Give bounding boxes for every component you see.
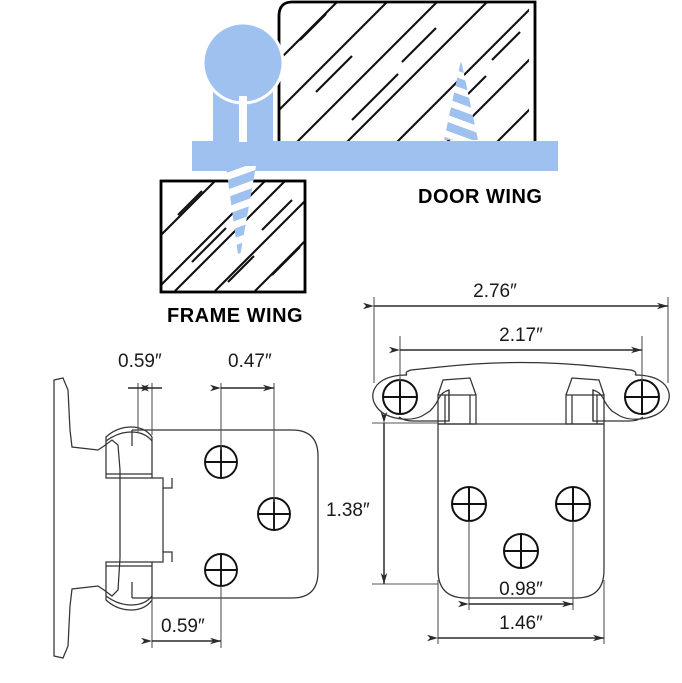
frame-wing-screw-holes: [382, 379, 660, 415]
dimension-overall-width: 2.76″: [363, 281, 669, 383]
front-plan-view: 2.76″ 2.17″ 1.38″ 0.98″ 1.46: [326, 281, 670, 644]
screw-hole: [451, 486, 487, 522]
frame-wing-profile: [53, 377, 121, 659]
frame-panel-hatching: [161, 181, 305, 292]
door-wing-plate-profile: [132, 429, 319, 599]
screw-hole: [204, 553, 238, 587]
door-screw-shaft: [444, 60, 478, 140]
dimension-plate-depth-value: 0.59″: [161, 616, 205, 637]
hinge-pin-head: [201, 21, 285, 105]
dimension-inner-hole-span: 0.98″: [458, 521, 574, 610]
screw-hole: [382, 379, 418, 415]
dimension-hole-spacing: 0.47″: [210, 351, 275, 502]
frame-wing-label: FRAME WING: [167, 305, 303, 327]
dimension-offset-top: 0.59″: [118, 351, 162, 435]
door-wing-label: DOOR WING: [418, 186, 543, 208]
door-panel: [277, 0, 537, 150]
screw-hole: [555, 486, 591, 522]
dimension-door-plate-width: 1.46″: [427, 580, 605, 644]
hinge-barrel: [201, 21, 285, 145]
screw-hole: [257, 497, 291, 531]
dimension-screw-hole-span: 2.17″: [389, 325, 643, 382]
hinge-pin-slot: [239, 96, 247, 142]
dimension-screw-hole-span-value: 2.17″: [499, 325, 543, 346]
dimension-plate-depth: 0.59″: [141, 586, 222, 648]
upper-knuckle: [105, 426, 153, 479]
screw-hole: [503, 533, 539, 569]
dimension-door-plate-width-value: 1.46″: [499, 613, 543, 634]
side-profile-view: 0.59″ 0.47″ 0.59″: [53, 351, 319, 659]
door-panel-hatching: [279, 2, 529, 145]
dimension-overall-height-value: 1.38″: [326, 500, 370, 521]
dimension-overall-width-value: 2.76″: [473, 281, 517, 302]
screw-hole: [624, 379, 660, 415]
screw-hole: [204, 445, 238, 479]
door-screw: [444, 60, 478, 140]
frame-screw-shaft: [226, 166, 256, 262]
door-wing-plate-plan: [437, 424, 605, 599]
frame-screw: [226, 166, 256, 262]
installation-section-view: DOOR WING FRAME WING: [159, 0, 558, 327]
dimension-inner-hole-span-value: 0.98″: [499, 579, 543, 600]
dimension-offset-top-value: 0.59″: [118, 351, 162, 372]
dimension-hole-spacing-value: 0.47″: [228, 351, 272, 372]
frame-wing-arch: [439, 361, 603, 368]
dimension-overall-height: 1.38″: [326, 412, 438, 585]
lower-knuckle: [105, 561, 153, 611]
